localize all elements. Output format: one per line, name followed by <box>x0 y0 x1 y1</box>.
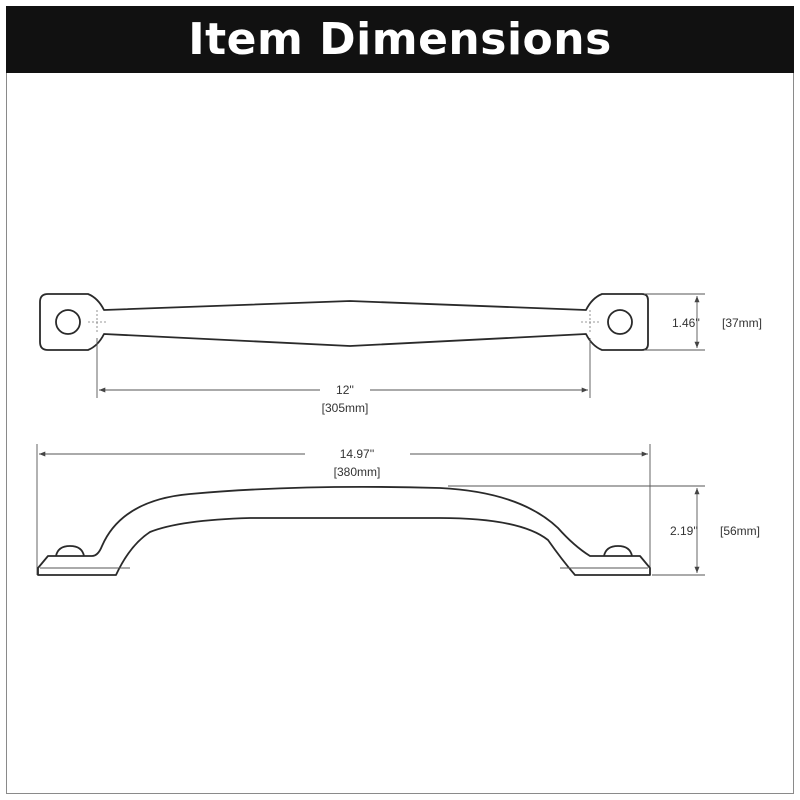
dimension-top-width: 1.46'' [37mm] <box>644 293 762 351</box>
dimension-projection: 2.19'' [56mm] <box>448 485 760 576</box>
dim-146-metric: [37mm] <box>722 316 762 330</box>
title-banner: Item Dimensions <box>6 6 794 73</box>
dim-12-metric: [305mm] <box>322 401 369 415</box>
right-mount-hole-icon <box>607 309 633 335</box>
dim-219-metric: [56mm] <box>720 524 760 538</box>
side-view-handle <box>37 485 651 576</box>
dim-146-imperial: 1.46'' <box>672 316 700 330</box>
left-mount-hole-icon <box>55 309 81 335</box>
dim-1497-metric: [380mm] <box>334 465 381 479</box>
dimension-center-to-center: 12'' [305mm] <box>96 338 591 415</box>
dimension-overall-length: 14.97'' [380mm] <box>36 444 651 575</box>
dim-12-imperial: 12'' <box>336 383 354 397</box>
drawing-frame <box>6 6 794 794</box>
top-view-handle <box>39 293 649 351</box>
dim-219-imperial: 2.19'' <box>670 524 698 538</box>
page-title: Item Dimensions <box>188 14 612 65</box>
dim-1497-imperial: 14.97'' <box>340 447 375 461</box>
